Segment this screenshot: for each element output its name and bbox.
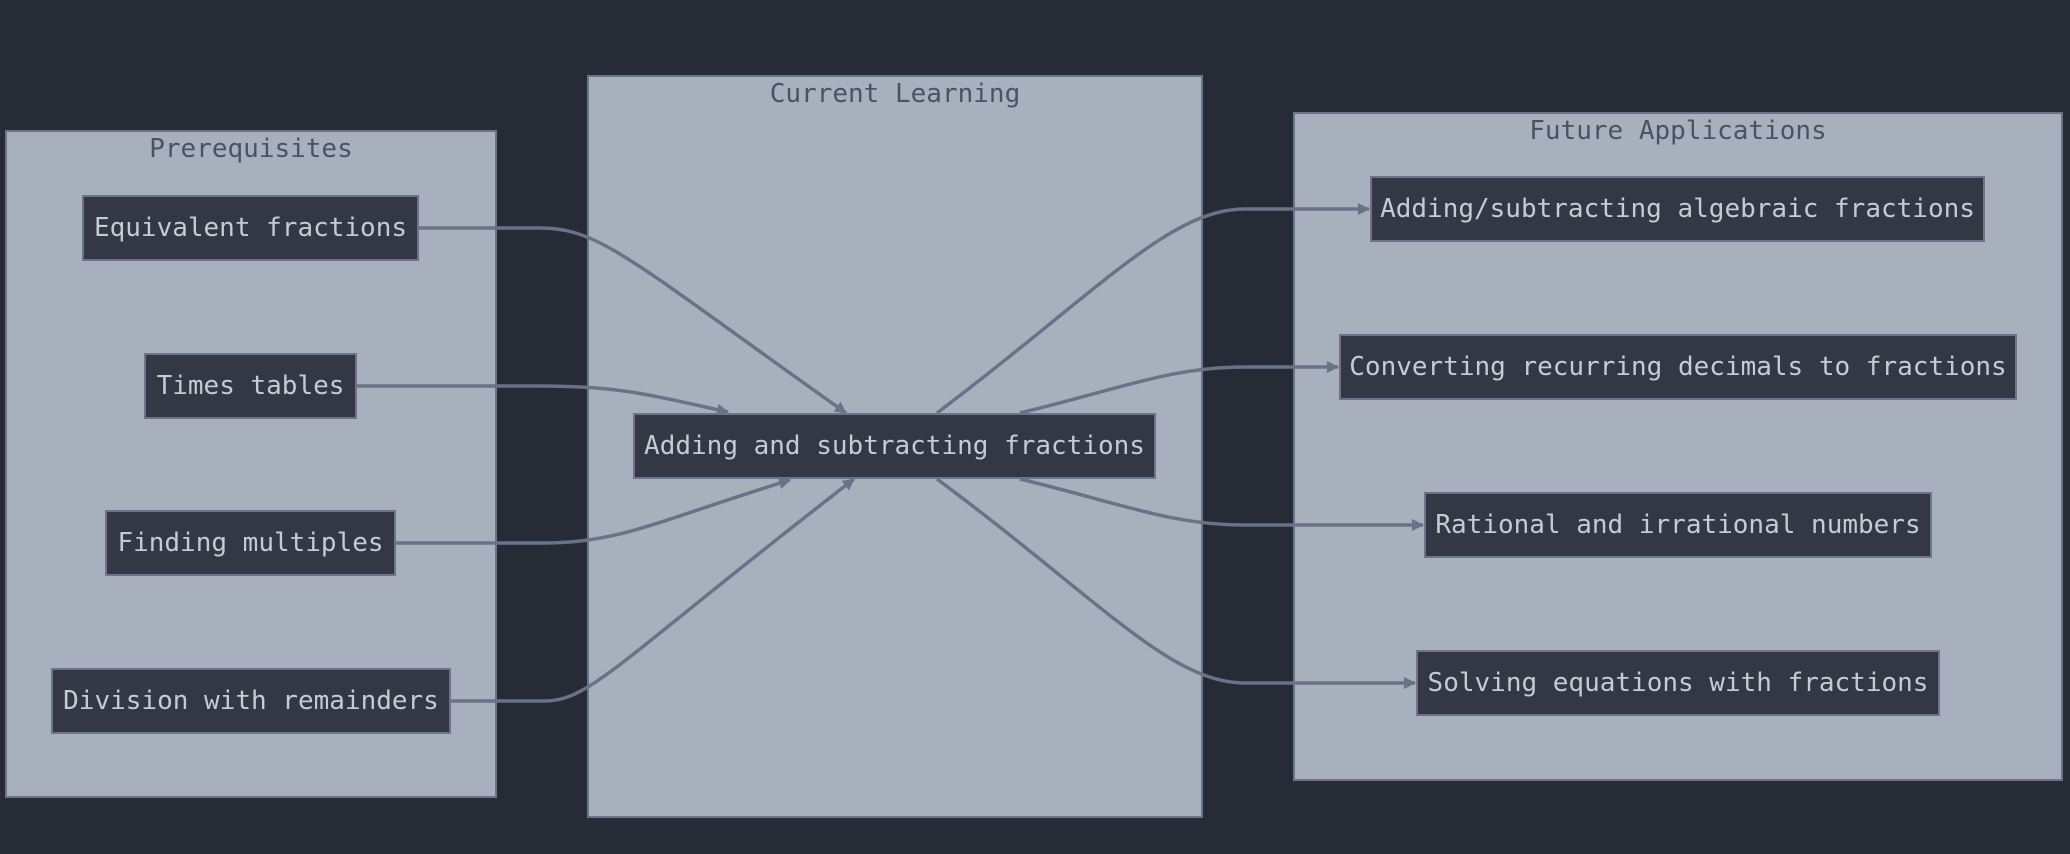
cluster-title-prerequisites: Prerequisites	[149, 134, 353, 164]
node-solving-equations: Solving equations with fractions	[1416, 650, 1940, 716]
edge-adding-to-recurring	[1019, 361, 1339, 415]
edge-multiples-to-adding	[396, 477, 791, 545]
edge-adding-to-solving	[935, 477, 1416, 689]
edge-division-to-adding	[451, 477, 856, 703]
edge-equivalent-to-adding	[419, 226, 848, 415]
node-finding-multiples: Finding multiples	[105, 510, 396, 576]
node-recurring-decimals: Converting recurring decimals to fractio…	[1339, 334, 2017, 400]
node-algebraic-fractions: Adding/subtracting algebraic fractions	[1370, 176, 1985, 242]
node-division-with-remainders: Division with remainders	[51, 668, 451, 734]
node-equivalent-fractions: Equivalent fractions	[82, 195, 419, 261]
edge-adding-to-algebraic	[935, 203, 1370, 415]
node-times-tables: Times tables	[144, 353, 357, 419]
node-rational-irrational: Rational and irrational numbers	[1424, 492, 1932, 558]
cluster-title-current-learning: Current Learning	[769, 79, 1021, 109]
edge-times-tables-to-adding	[356, 384, 729, 416]
edge-adding-to-rational	[1019, 477, 1424, 531]
cluster-title-future-applications: Future Applications	[1529, 116, 1827, 146]
node-adding-subtracting-fractions: Adding and subtracting fractions	[633, 413, 1156, 479]
